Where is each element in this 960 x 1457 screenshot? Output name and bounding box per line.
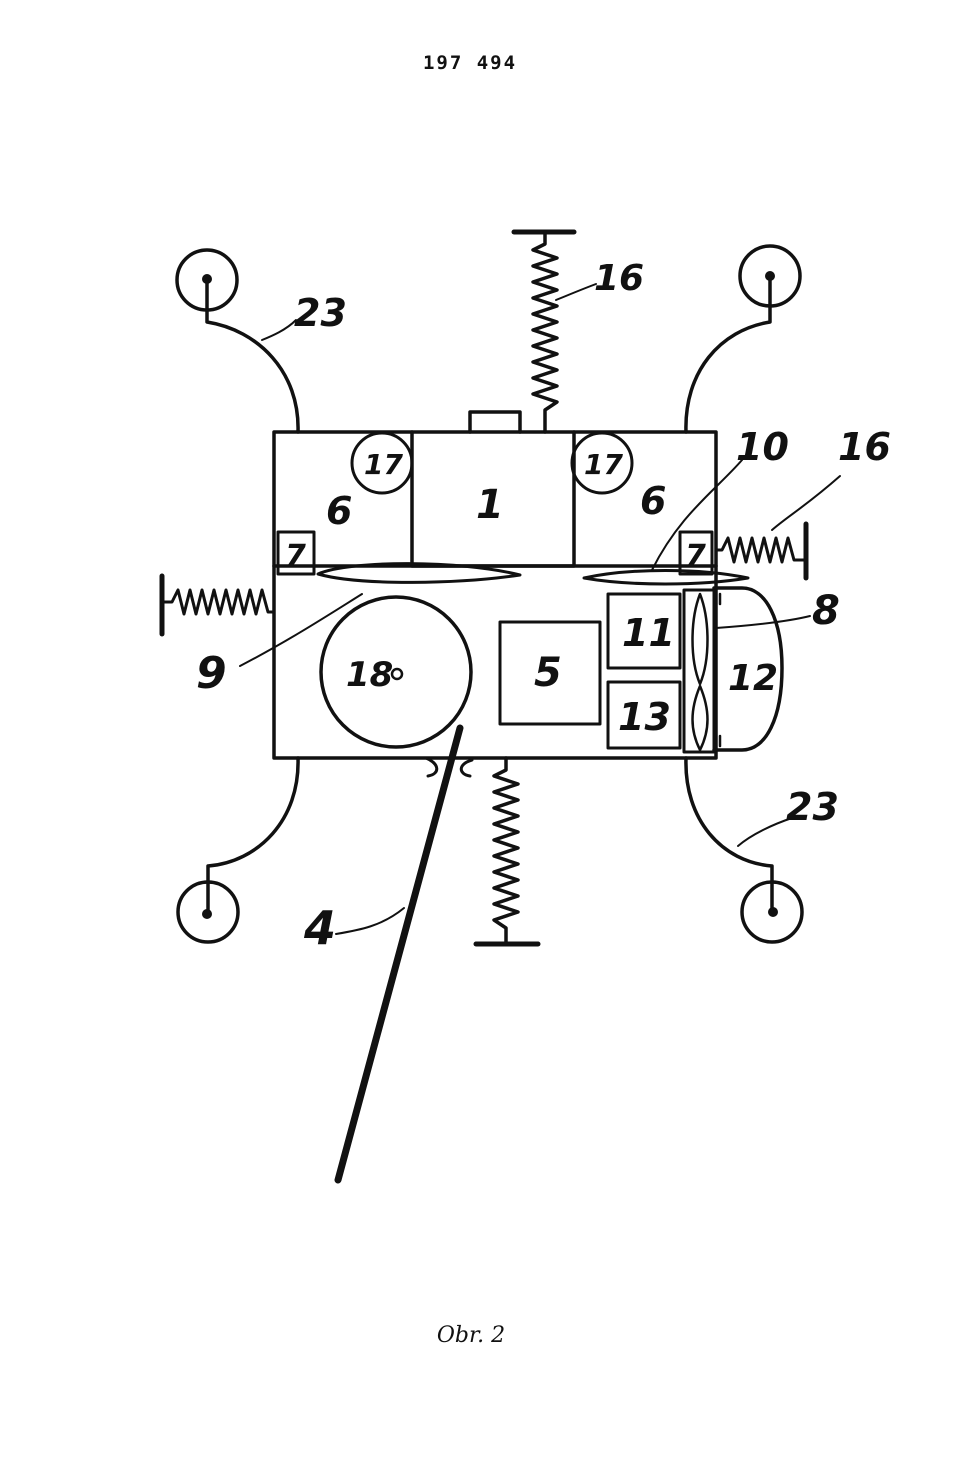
label-7-right: 7 (685, 539, 706, 574)
label-10: 10 (736, 425, 789, 469)
spring-top (511, 229, 577, 434)
hook-right (459, 758, 474, 778)
drum-18 (319, 595, 473, 749)
spring-left (159, 573, 276, 637)
circle-17-left (350, 431, 414, 495)
leader-16-top (555, 283, 597, 301)
hook-left (424, 756, 439, 778)
figure-caption: Obr. 2 (436, 1323, 506, 1348)
lens-10 (582, 569, 750, 586)
label-12: 12 (728, 658, 778, 699)
block-7-right (678, 530, 714, 576)
label-6-right: 6 (640, 479, 666, 523)
leader-10 (651, 459, 743, 571)
block-13 (606, 680, 682, 750)
spring-bottom (473, 756, 541, 947)
leg-top-left (175, 248, 300, 434)
label-9: 9 (196, 648, 227, 699)
block-11 (606, 592, 682, 670)
leg-top-right (684, 244, 802, 434)
label-16-top: 16 (594, 258, 644, 299)
label-17-left: 17 (364, 448, 403, 481)
block-5 (498, 620, 602, 726)
circle-17-right (570, 431, 634, 495)
label-23-top: 23 (294, 291, 347, 335)
leader-23-bottom (737, 817, 793, 847)
label-16-right: 16 (838, 425, 891, 469)
leg-bottom-left (176, 756, 300, 944)
label-1: 1 (476, 482, 504, 528)
label-8: 8 (812, 588, 840, 634)
leader-16-right (771, 475, 841, 531)
label-11: 11 (622, 611, 675, 655)
lens-9 (316, 562, 522, 584)
leg-bottom-right (684, 756, 804, 944)
element-8 (682, 588, 716, 754)
label-13: 13 (618, 695, 671, 739)
label-7-left: 7 (285, 539, 306, 574)
label-4: 4 (303, 901, 336, 955)
rod-4 (334, 724, 464, 1184)
patent-number: 197 494 (422, 52, 518, 74)
leader-8 (715, 615, 811, 629)
label-6-left: 6 (326, 489, 352, 533)
spring-right (714, 521, 809, 581)
leader-4 (335, 907, 405, 935)
drum-18-axle (390, 667, 404, 681)
label-17-right: 17 (584, 448, 623, 481)
label-23-bottom: 23 (786, 785, 839, 829)
label-5: 5 (534, 650, 562, 696)
capsule-12 (712, 586, 784, 752)
leader-23-top (261, 319, 297, 341)
label-18: 18 (346, 655, 393, 695)
block-7-left (276, 530, 316, 576)
leader-9 (239, 593, 363, 667)
